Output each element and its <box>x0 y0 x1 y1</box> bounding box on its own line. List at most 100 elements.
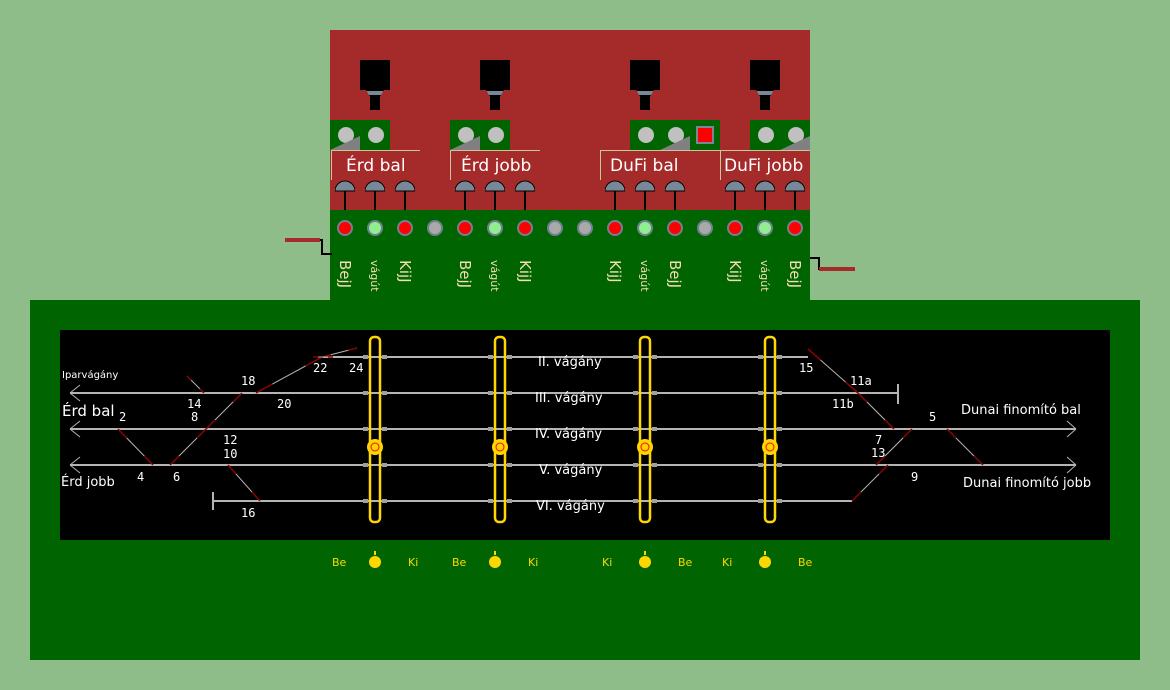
block-direction-left[interactable]: Ki <box>602 556 613 569</box>
signal-dufi-jobb[interactable] <box>750 60 780 110</box>
track-label-ii: II. vágány <box>538 355 602 370</box>
switch-number[interactable]: 11b <box>832 397 854 411</box>
switch-number[interactable]: 14 <box>187 397 202 411</box>
block-knob-icon[interactable] <box>368 551 382 573</box>
signal-erd-bal[interactable] <box>360 60 390 110</box>
endpoint-dunai-jobb: Dunai finomító jobb <box>963 476 1092 491</box>
switch-number[interactable]: 10 <box>223 447 238 461</box>
route-lamp-icon <box>788 127 804 143</box>
push-button[interactable] <box>364 180 386 210</box>
switch-number[interactable]: 7 <box>875 433 883 447</box>
route-indicator-erd-jobb <box>450 120 510 150</box>
signal-erd-jobb[interactable] <box>480 60 510 110</box>
switch-number[interactable]: 18 <box>241 374 256 388</box>
switch-point <box>196 428 207 439</box>
indicator-led-gray <box>577 220 593 236</box>
signal-post-icon <box>490 96 500 110</box>
signal-post-icon <box>760 96 770 110</box>
indicator-led-gray <box>427 220 443 236</box>
switch-number[interactable]: 11a <box>850 374 872 388</box>
switch-point <box>186 375 192 381</box>
indicator-led-red <box>727 220 743 236</box>
switch-point <box>117 428 128 439</box>
switch-point <box>875 455 886 466</box>
block-slider[interactable] <box>363 335 387 524</box>
direction-label-dufi-bal: DuFi bal <box>600 150 720 180</box>
indicator-led-green <box>367 220 383 236</box>
push-button[interactable] <box>634 180 656 210</box>
push-button[interactable] <box>484 180 506 210</box>
switch-point <box>845 381 859 394</box>
route-lamp-icon <box>758 127 774 143</box>
right-connector <box>810 257 855 271</box>
switch-number[interactable]: 9 <box>911 470 919 484</box>
switch-point <box>973 455 984 466</box>
switch-point <box>255 383 273 394</box>
push-button[interactable] <box>514 180 536 210</box>
signal-head-icon <box>630 60 660 90</box>
switch-number[interactable]: 16 <box>241 506 256 520</box>
switch-number[interactable]: 24 <box>349 361 364 375</box>
route-indicator-dufi-jobb <box>750 120 810 150</box>
indicator-led-gray <box>547 220 563 236</box>
indicator-led-red <box>457 220 473 236</box>
push-button[interactable] <box>664 180 686 210</box>
switch-number[interactable]: 12 <box>223 433 238 447</box>
signal-post-icon <box>370 96 380 110</box>
block-slider[interactable] <box>633 335 657 524</box>
switch-number[interactable]: 22 <box>313 361 328 375</box>
route-lamp-icon <box>458 127 474 143</box>
switch-point <box>169 455 180 466</box>
block-direction-right[interactable]: Ki <box>528 556 539 569</box>
arrow-left-icon <box>69 456 81 466</box>
indicator-label: BejJ <box>666 260 684 289</box>
block-direction-left[interactable]: Be <box>452 556 467 569</box>
switch-point <box>348 347 358 351</box>
push-button[interactable] <box>334 180 356 210</box>
push-button[interactable] <box>724 180 746 210</box>
indicator-led-red <box>787 220 803 236</box>
signal-head-icon <box>480 60 510 90</box>
signal-post-icon <box>640 96 650 110</box>
block-direction-right[interactable]: Be <box>798 556 813 569</box>
push-button[interactable] <box>604 180 626 210</box>
switch-point <box>205 419 216 430</box>
switch-number[interactable]: 5 <box>929 410 937 424</box>
switch-number[interactable]: 13 <box>871 446 886 460</box>
switch-number[interactable]: 2 <box>119 410 127 424</box>
switch-number[interactable]: 8 <box>191 410 199 424</box>
indicator-label: KijJ <box>606 260 624 283</box>
switch-number[interactable]: 20 <box>277 397 292 411</box>
signal-dufi-bal[interactable] <box>630 60 660 110</box>
switch-point <box>946 428 957 439</box>
switch-point <box>857 392 868 403</box>
block-slider[interactable] <box>758 335 782 524</box>
block-direction-left[interactable]: Ki <box>722 556 733 569</box>
indicator-label: vágút <box>368 260 381 292</box>
block-knob-icon[interactable] <box>758 551 772 573</box>
switch-point <box>143 455 154 466</box>
block-direction-right[interactable]: Be <box>678 556 693 569</box>
push-button[interactable] <box>754 180 776 210</box>
route-lamp-icon <box>638 127 654 143</box>
route-indicator-erd-bal <box>330 120 390 150</box>
block-slider[interactable] <box>488 335 512 524</box>
switch-point <box>251 491 261 502</box>
indicator-label: BejJ <box>456 260 474 289</box>
indicator-led-red <box>337 220 353 236</box>
block-knob-icon[interactable] <box>638 551 652 573</box>
indicator-label: vágút <box>488 260 501 292</box>
block-knob-icon[interactable] <box>488 551 502 573</box>
block-direction-left[interactable]: Be <box>332 556 347 569</box>
route-indicator-dufi-bal <box>630 120 720 150</box>
arrow-left-icon <box>69 464 81 474</box>
switch-number[interactable]: 15 <box>799 361 814 375</box>
push-button[interactable] <box>784 180 806 210</box>
block-direction-right[interactable]: Ki <box>408 556 419 569</box>
push-button[interactable] <box>454 180 476 210</box>
arrow-left-icon <box>69 428 81 438</box>
push-button[interactable] <box>394 180 416 210</box>
switch-number[interactable]: 4 <box>137 470 145 484</box>
switch-number[interactable]: 6 <box>173 470 181 484</box>
